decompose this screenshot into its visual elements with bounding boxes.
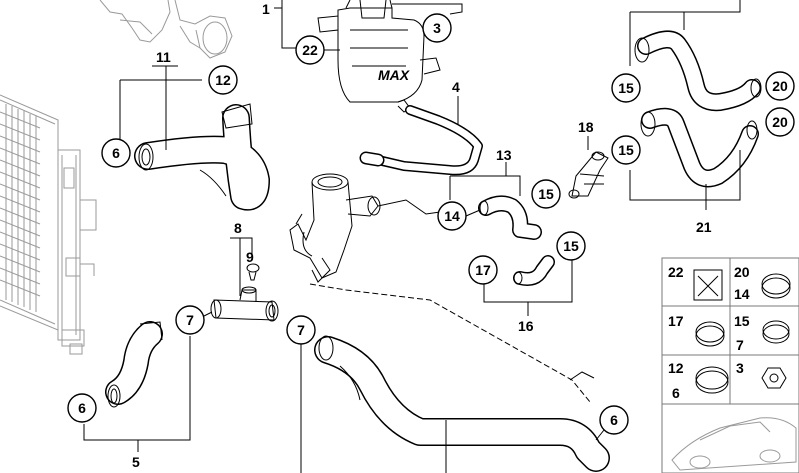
- callout-15-c: 15: [538, 186, 554, 202]
- water-pump-housing-drawing: [289, 173, 441, 283]
- callout-14: 14: [444, 208, 460, 224]
- callout-6-right: 6: [610, 412, 618, 428]
- label-part-16: 16: [518, 318, 534, 334]
- radiator-drawing: [0, 94, 97, 355]
- label-part-8: 8: [234, 220, 242, 236]
- callout-15-d: 15: [563, 238, 579, 254]
- vehicle-location-thumbnail: [661, 403, 799, 473]
- legend-label-14: 14: [734, 286, 750, 302]
- label-part-5: 5: [132, 454, 140, 470]
- legend-label-3: 3: [736, 360, 744, 376]
- legend-label-15: 15: [734, 313, 750, 329]
- valve-part-18: 18 15: [531, 119, 609, 209]
- callout-circle-6-left[interactable]: [67, 393, 97, 423]
- callout-circle-7-left[interactable]: [175, 305, 205, 335]
- callout-circle-6-right[interactable]: [599, 405, 629, 435]
- callout-circle-15-b[interactable]: [611, 135, 641, 165]
- callout-circle-12[interactable]: [208, 65, 238, 95]
- callout-circle-3[interactable]: [422, 13, 452, 43]
- label-part-11: 11: [156, 49, 171, 65]
- label-part-13: 13: [496, 147, 512, 163]
- lower-radiator-hose: 6: [300, 335, 629, 473]
- hose-part-16: 16 17 15: [468, 231, 586, 334]
- callout-3: 3: [433, 20, 441, 36]
- hose-part-21: 15 20 15 20 21: [611, 0, 795, 235]
- callout-circle-15-d[interactable]: [556, 231, 586, 261]
- callout-6-upper: 6: [112, 145, 120, 161]
- callout-circle-20-a[interactable]: [765, 71, 795, 101]
- hose-part-5: 5 6: [67, 321, 191, 470]
- legend-label-17: 17: [668, 313, 684, 329]
- callout-15-b: 15: [618, 142, 634, 158]
- callout-7-left: 7: [186, 312, 194, 328]
- callout-circle-17[interactable]: [468, 255, 498, 285]
- callout-group-1: 1 22: [262, 0, 340, 65]
- hose-part-13: 13 14: [437, 147, 542, 240]
- callout-17: 17: [475, 262, 491, 278]
- callout-circle-15-a[interactable]: [611, 73, 641, 103]
- callout-group-3: 3: [392, 3, 463, 43]
- hose-part-4: 4: [359, 79, 483, 176]
- legend-label-6: 6: [672, 385, 680, 401]
- legend-label-7: 7: [736, 337, 744, 353]
- label-part-4: 4: [452, 79, 460, 95]
- callout-circle-15-c[interactable]: [531, 179, 561, 209]
- label-part-9: 9: [246, 249, 254, 265]
- legend-label-22: 22: [668, 264, 684, 280]
- tank-max-marking: MAX: [378, 67, 411, 83]
- callout-20-a: 20: [772, 78, 788, 94]
- legend-label-20: 20: [734, 264, 750, 280]
- callout-22: 22: [302, 42, 318, 58]
- expansion-tank-drawing: MAX: [317, 0, 441, 113]
- label-part-1: 1: [262, 1, 270, 17]
- legend-label-12: 12: [668, 360, 684, 376]
- callout-7-mid: 7: [297, 322, 305, 338]
- callout-6-left: 6: [78, 400, 86, 416]
- callout-15-a: 15: [618, 80, 634, 96]
- callout-20-b: 20: [772, 114, 788, 130]
- hose-part-11: 11 12 6: [101, 49, 270, 211]
- label-part-21: 21: [696, 219, 712, 235]
- callout-12: 12: [215, 72, 231, 88]
- thermostat-housing-drawing: [99, 0, 233, 59]
- callout-circle-6-upper[interactable]: [101, 138, 131, 168]
- label-part-18: 18: [578, 119, 594, 135]
- clamp-legend: 22 20 14 17 15 7 12 6 3: [661, 257, 799, 405]
- t-piece-part-8: 8 9 7 7: [175, 220, 316, 345]
- callout-circle-20-b[interactable]: [765, 107, 795, 137]
